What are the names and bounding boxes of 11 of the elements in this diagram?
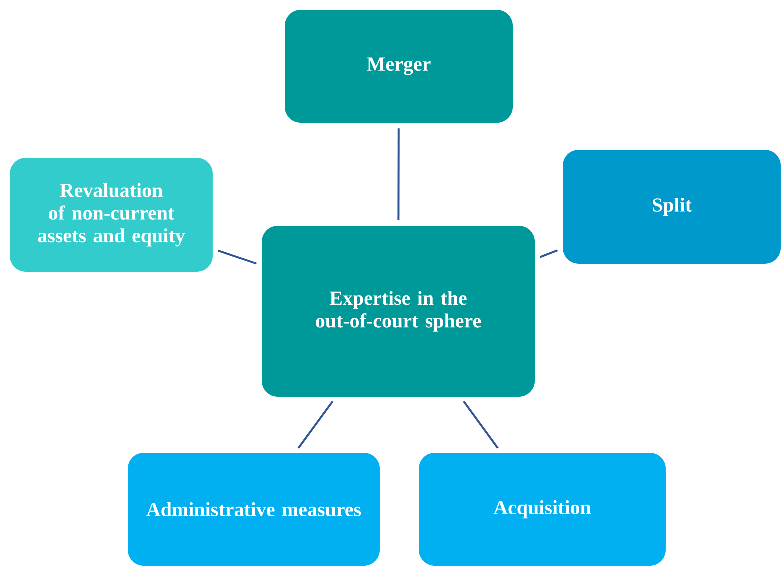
connector-line (398, 128, 400, 220)
topic-box: Acquisition (419, 452, 666, 566)
topic-box: Revaluation of non-current assets and equity (10, 158, 213, 272)
topic-box: Merger (285, 10, 513, 124)
connector-line (463, 400, 499, 449)
connector-line (540, 250, 558, 258)
center-box: Expertise in the out-of-court sphere (262, 226, 536, 397)
connector-line (298, 400, 334, 449)
topic-box: Administrative measures (128, 452, 380, 566)
connector-line (218, 250, 257, 265)
topic-box: Split (563, 150, 781, 264)
